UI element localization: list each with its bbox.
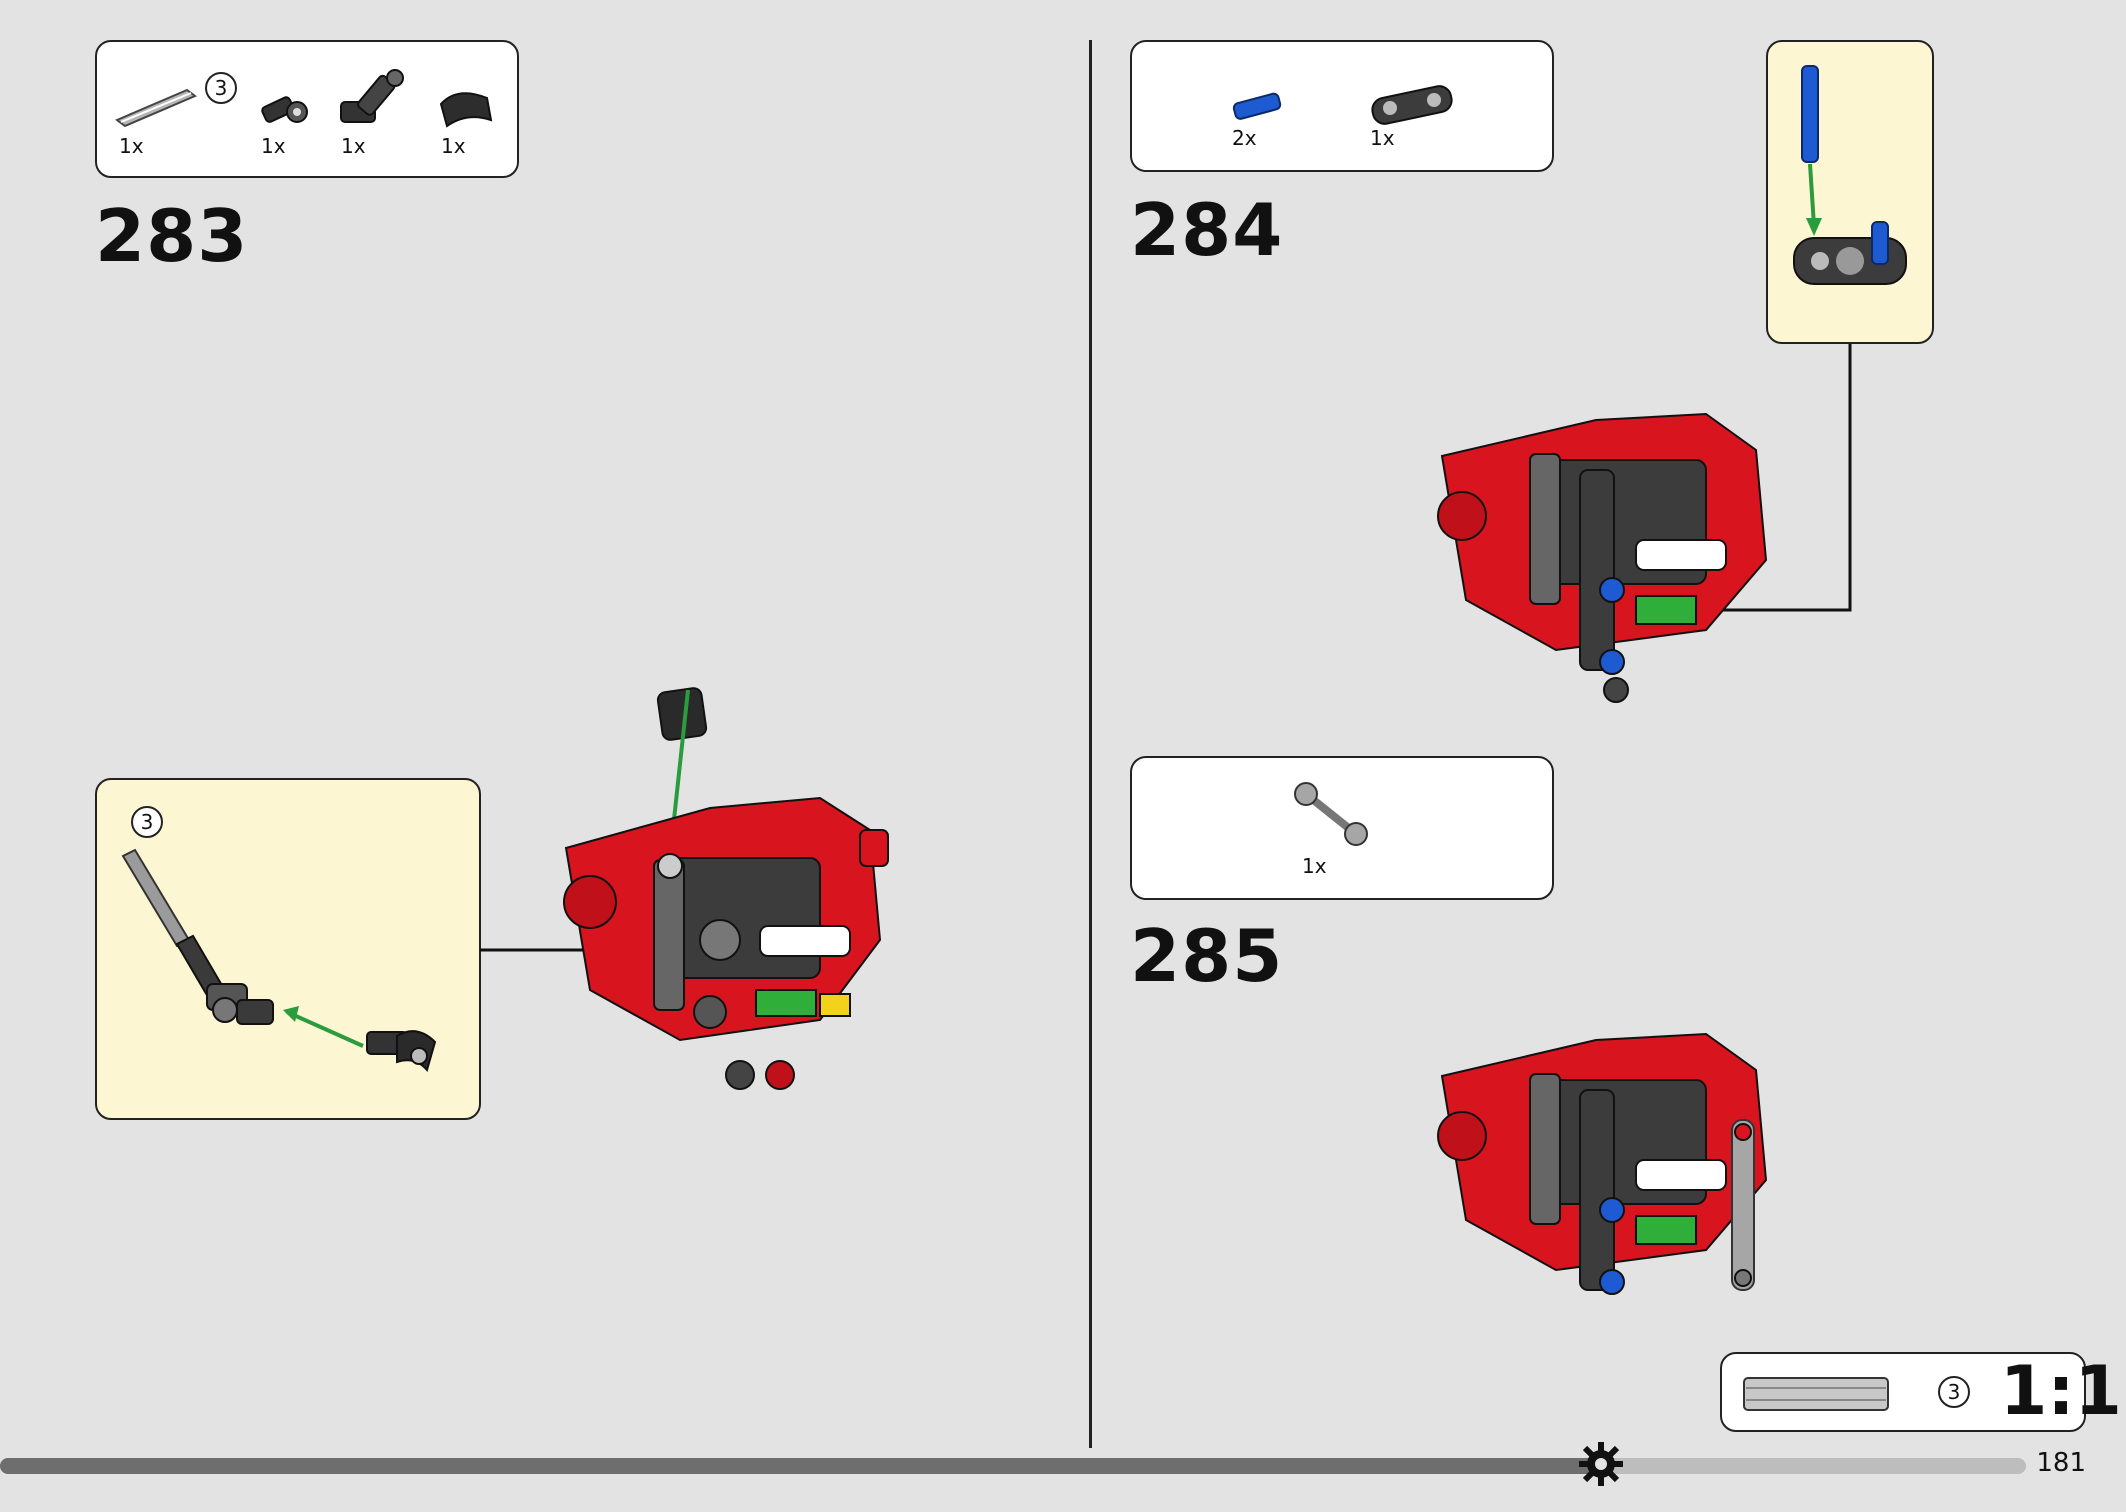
blue-pin-icon	[1232, 92, 1282, 120]
subassembly-callout-284	[1766, 40, 1934, 344]
step-number-284: 284	[1130, 188, 1284, 272]
page-number: 181	[2036, 1448, 2086, 1478]
qty-axle-pin-connector: 1x	[261, 134, 286, 158]
step-number-283: 283	[95, 194, 249, 278]
qty-axle-3: 1x	[119, 134, 144, 158]
subassembly-callout-283: 3	[95, 778, 481, 1120]
gear-icon	[1579, 1442, 1623, 1486]
ruler-box: 3	[1720, 1352, 2086, 1432]
ruler-callout: 3	[1938, 1376, 1970, 1408]
angle-connector-icon	[340, 69, 404, 123]
axle-pin-connector-icon	[261, 96, 308, 123]
curved-slope-icon	[439, 92, 493, 128]
subassembly-drawing-icon	[121, 848, 437, 1073]
parts-box-283: 3 1x 1x 1x 1x	[95, 40, 519, 178]
progress-fill	[0, 1458, 1601, 1474]
qty-gray-link: 1x	[1302, 854, 1327, 878]
model-drawing-283	[563, 687, 889, 1090]
qty-double-beam-connector: 1x	[1370, 126, 1395, 150]
axle-3-icon	[115, 88, 197, 128]
double-beam-connector-icon	[1371, 85, 1453, 125]
model-drawing-284	[1437, 412, 1768, 703]
ruler-axle-icon	[1743, 1377, 1889, 1411]
page-divider	[1089, 40, 1092, 1448]
qty-angle-connector: 1x	[341, 134, 366, 158]
parts-box-284: 2x 1x	[1130, 40, 1554, 172]
progress-bar	[0, 1458, 2026, 1474]
pin-into-beam-icon	[1793, 65, 1907, 285]
model-drawing-285	[1437, 1032, 1768, 1295]
gray-link-icon	[1294, 782, 1368, 846]
step-number-285: 285	[1130, 914, 1284, 998]
parts-box-285: 1x	[1130, 756, 1554, 900]
qty-curved-slope: 1x	[441, 134, 466, 158]
scale-label: 1:1	[2000, 1352, 2122, 1431]
length-callout-283: 3	[205, 72, 237, 104]
subassembly-number-283: 3	[131, 806, 163, 838]
qty-blue-pin: 2x	[1232, 126, 1257, 150]
